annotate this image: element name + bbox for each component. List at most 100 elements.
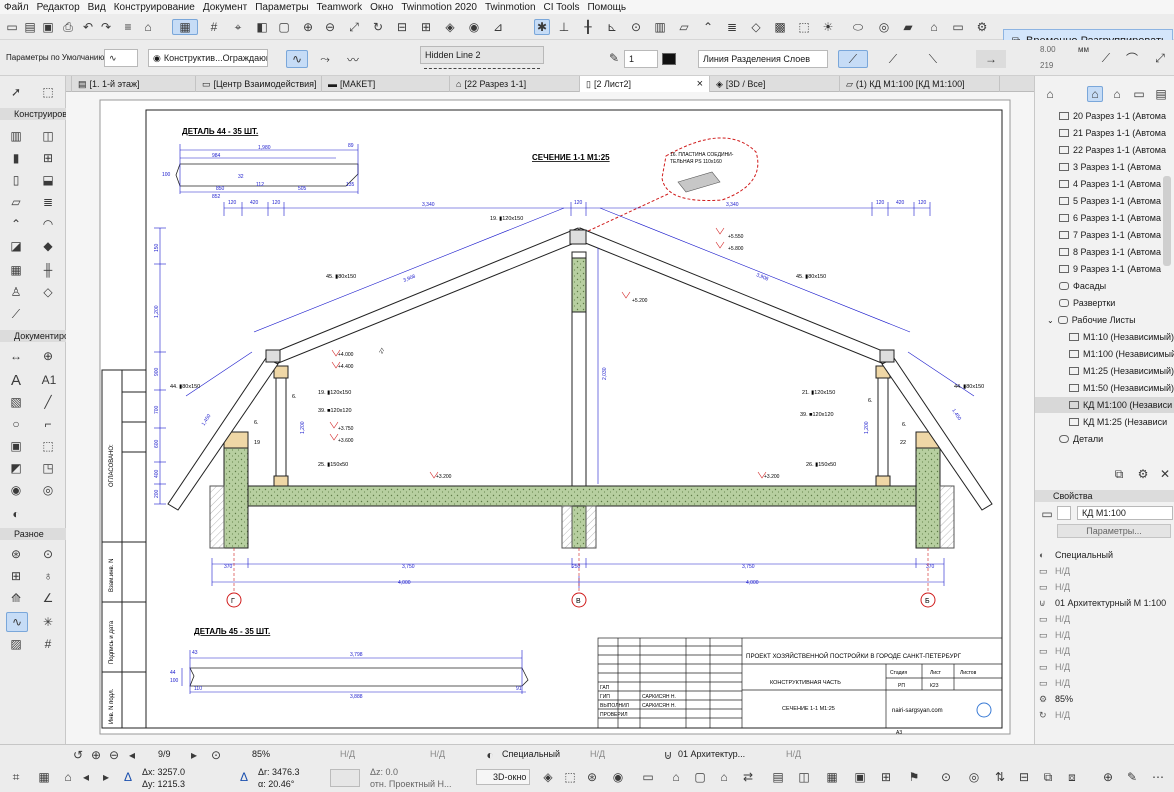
grid-tool-icon[interactable]: # — [44, 637, 52, 651]
palette-icon[interactable]: ▣ — [854, 770, 866, 784]
zoom-in-icon[interactable]: ⊕ — [90, 748, 102, 762]
compare-icon[interactable]: ⧈ — [1068, 769, 1076, 784]
design-section-header[interactable]: Конструирова — [0, 108, 66, 120]
zone-icon[interactable]: ▩ — [774, 20, 786, 34]
prop-row[interactable]: ▭Н/Д — [1039, 644, 1173, 658]
nav-item[interactable]: 8 Разрез 1-1 (Автома — [1035, 244, 1174, 260]
line-direction-alt-icon[interactable]: ⟋ — [888, 51, 898, 66]
elevation-icon[interactable]: ⊞ — [420, 20, 432, 34]
grid-snap-icon[interactable]: ▦ — [38, 770, 50, 784]
box-icon[interactable]: ⬚ — [564, 770, 576, 784]
curve-icon[interactable]: ⌒ — [1125, 51, 1138, 66]
prop-row[interactable]: ⊍01 Архитектурный М 1:100 — [1039, 596, 1173, 610]
lock-icon[interactable]: ⌂ — [144, 20, 152, 34]
window-tool-icon[interactable]: ⊞ — [42, 151, 54, 165]
walk-icon[interactable]: ⊛ — [586, 770, 598, 784]
line-type-select[interactable]: Hidden Line 2 — [420, 46, 544, 64]
window-icon[interactable]: ▢ — [278, 20, 290, 34]
zoom-in-icon[interactable]: ⊕ — [302, 20, 314, 34]
trace-icon[interactable]: ◧ — [256, 20, 268, 34]
layers-icon[interactable]: ▤ — [772, 770, 784, 784]
status-special[interactable]: Специальный — [502, 749, 560, 759]
detail-tool-icon[interactable]: ◉ — [10, 483, 22, 497]
close-tab-icon[interactable]: × — [696, 78, 703, 90]
tab-sheet-2[interactable]: ▯[2 Лист2]× — [580, 76, 710, 92]
stair-icon[interactable]: ≣ — [726, 20, 738, 34]
lock-icon[interactable]: ⌂ — [64, 770, 72, 784]
publisher-icon[interactable]: ▤ — [1155, 87, 1167, 101]
nav-item[interactable]: 9 Разрез 1-1 (Автома — [1035, 261, 1174, 277]
default-settings-label[interactable]: Параметры по Умолчанию — [6, 53, 105, 62]
tab-3d[interactable]: ◈[3D / Все] — [710, 76, 840, 92]
render-icon[interactable]: ◎ — [968, 770, 980, 784]
spline-selected-icon[interactable]: ∿ — [6, 612, 28, 632]
tab-collaboration[interactable]: ▭[Центр Взаимодействия] — [196, 76, 322, 92]
document-section-header[interactable]: Документиро — [0, 330, 66, 342]
status-nd-4[interactable]: Н/Д — [786, 749, 802, 759]
ortho-icon[interactable]: ⊾ — [606, 20, 618, 34]
slab-icon[interactable]: ▱ — [679, 20, 689, 34]
nav-item[interactable]: М1:100 (Независимый — [1035, 346, 1174, 362]
star-icon[interactable]: ✳ — [42, 615, 54, 629]
slab-tool-icon[interactable]: ▱ — [11, 195, 21, 209]
grid-icon[interactable]: # — [210, 20, 218, 34]
status-nd-3[interactable]: Н/Д — [590, 749, 606, 759]
worksheet-tool-icon[interactable]: ◎ — [42, 483, 54, 497]
new-view-icon[interactable]: ⧉ — [1114, 466, 1124, 481]
pen-color-swatch[interactable] — [662, 53, 676, 65]
pen-icon[interactable]: ✎ — [608, 51, 620, 65]
rotate-icon[interactable]: ↻ — [372, 20, 384, 34]
nav-item-interior[interactable]: Развертки — [1035, 295, 1174, 311]
beam-tool-icon[interactable]: ▯ — [12, 173, 20, 187]
nav-item-details[interactable]: Детали — [1035, 431, 1174, 447]
menu-document[interactable]: Документ — [202, 1, 248, 13]
line-weight-icon[interactable]: ⟋ — [1101, 50, 1111, 65]
nav-item[interactable]: 6 Разрез 1-1 (Автома — [1035, 210, 1174, 226]
morph-tool-icon[interactable]: ◆ — [43, 239, 53, 253]
layer-line-dropdown[interactable]: Линия Разделения Слоев — [698, 50, 828, 68]
lamp-tool-icon[interactable]: ⟋ — [11, 306, 21, 321]
render-icon[interactable]: ◉ — [468, 20, 480, 34]
lamp-icon[interactable]: ♁ — [43, 569, 53, 583]
zoom-value[interactable]: 85% — [252, 749, 271, 759]
text-tool-icon[interactable]: A — [10, 371, 21, 389]
properties-name-field[interactable]: КД М1:100 — [1077, 506, 1173, 520]
navigator-menu-icon[interactable]: ⌂ — [1046, 87, 1054, 101]
nav-item[interactable]: М1:50 (Независимый) — [1035, 380, 1174, 396]
menu-teamwork[interactable]: Teamwork — [316, 1, 363, 13]
nav-item-selected[interactable]: КД М1:100 (Независи — [1035, 397, 1174, 413]
undo-zoom-icon[interactable]: ↺ — [72, 748, 84, 762]
properties-header[interactable]: Свойства — [1035, 490, 1174, 502]
mesh-tool-icon[interactable]: ◇ — [43, 285, 53, 299]
figure-tool-icon[interactable]: ⬚ — [42, 439, 54, 453]
suspend-groups-icon[interactable]: ▦ — [172, 19, 198, 35]
redo-icon[interactable]: ↷ — [100, 20, 112, 34]
tab-kd[interactable]: ▱(1) КД М1:100 [КД М1:100] — [840, 76, 1000, 92]
trace-icon[interactable]: ⧉ — [1043, 769, 1053, 784]
level-dimension-icon[interactable]: ⊕ — [42, 349, 54, 363]
label-tool-icon[interactable]: A1 — [41, 373, 57, 387]
section-tool-icon[interactable]: ◩ — [10, 461, 22, 475]
zoom-out-icon[interactable]: ⊖ — [108, 748, 120, 762]
roof-tool-icon[interactable]: ⌃ — [10, 217, 22, 231]
menu-ci-tools[interactable]: CI Tools — [543, 1, 580, 13]
drawing-tool-icon[interactable]: ▣ — [10, 439, 22, 453]
print-icon[interactable]: ▦ — [826, 770, 838, 784]
menu-options[interactable]: Параметры — [255, 1, 309, 13]
lamp-icon[interactable]: ☀ — [822, 20, 834, 34]
undo-icon[interactable]: ↶ — [82, 20, 94, 34]
nav-item[interactable]: М1:10 (Независимый) — [1035, 329, 1174, 345]
tree-icon[interactable]: ⊞ — [880, 770, 892, 784]
wall-tool-icon[interactable]: ▥ — [10, 129, 22, 143]
properties-id-field[interactable] — [1057, 506, 1071, 520]
stack-icon[interactable]: ◫ — [798, 770, 810, 784]
open-icon[interactable]: ▭ — [6, 20, 18, 34]
picture-icon[interactable]: ▨ — [10, 637, 22, 651]
arrow-select-icon[interactable]: ➚ — [10, 85, 22, 99]
marquee-icon[interactable]: ⬭ — [852, 19, 864, 34]
status-nd-1[interactable]: Н/Д — [340, 749, 356, 759]
arrow-right-icon[interactable]: ▸ — [102, 770, 110, 784]
reference-level[interactable]: отн. Проектный Н... — [370, 779, 452, 789]
line-direction-icon[interactable]: ⟋ — [838, 50, 868, 68]
fit-icon[interactable]: ⤢ — [349, 19, 359, 34]
